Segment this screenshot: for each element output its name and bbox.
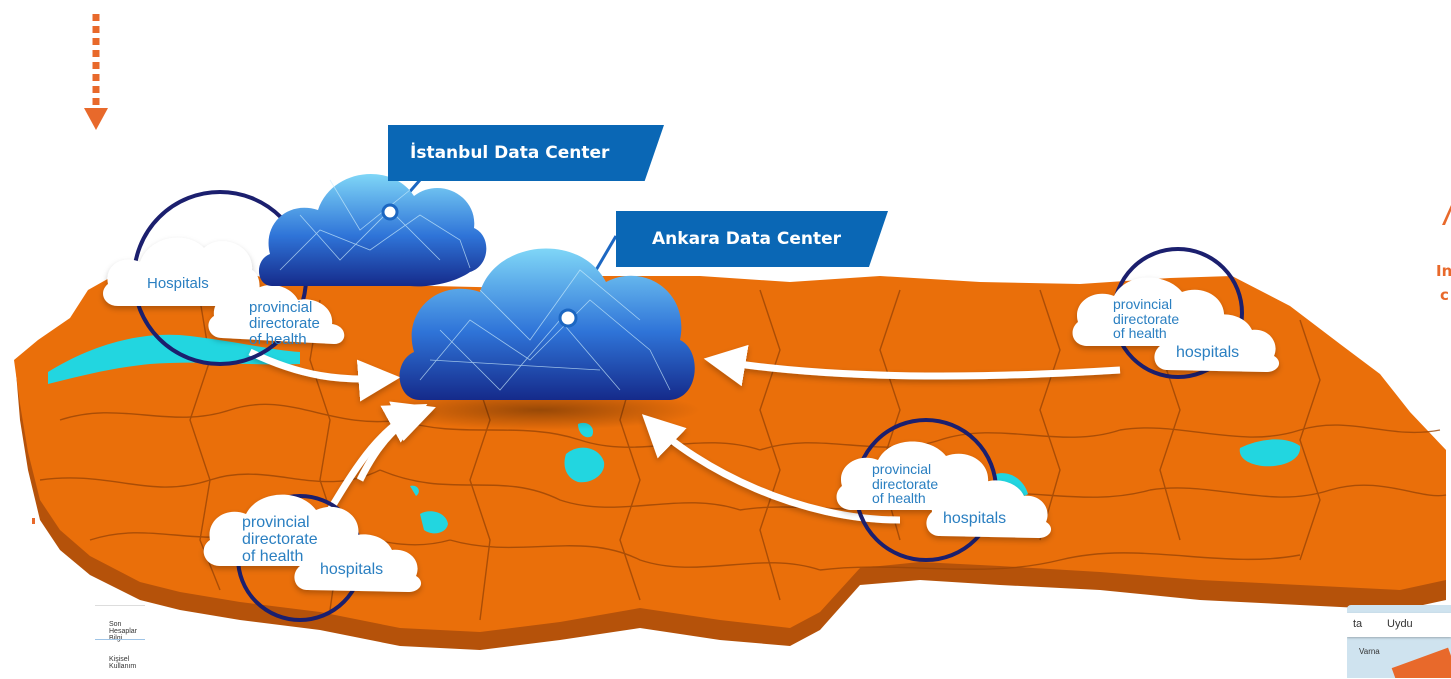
- panel-item-2[interactable]: Kişisel Kullanım: [109, 656, 137, 670]
- water-bodies: [48, 334, 1301, 534]
- arrow-northeast: [703, 344, 1121, 387]
- map-type-map[interactable]: ta: [1353, 618, 1363, 630]
- cloud-nw-hospitals: [103, 237, 260, 306]
- map-inset[interactable]: ta Uydu Varna: [1347, 605, 1451, 678]
- istanbul-data-center-cloud: [258, 174, 487, 287]
- nw-directorate-label: provincial directorate of health: [249, 299, 320, 348]
- arrow-northwest: [248, 348, 401, 402]
- ankara-data-center-cloud: [399, 248, 695, 400]
- ankara-data-center-label: Ankara Data Center: [652, 229, 842, 249]
- nw-hospitals-label: Hospitals: [147, 275, 209, 292]
- panel-item-1[interactable]: Son Hesaplar Bilgi: [109, 621, 138, 642]
- right-edge-arrow-icon: [1442, 205, 1451, 225]
- istanbul-data-center-banner: İstanbul Data Center: [388, 125, 664, 181]
- arrow-southwest-2: [356, 401, 436, 482]
- ankara-data-center-banner: Ankara Data Center: [616, 211, 888, 267]
- map-inset-highlight: [1391, 647, 1451, 678]
- ce-directorate-label: provincial directorate of health: [872, 461, 939, 507]
- sw-directorate-label: provincial directorate of health: [242, 514, 318, 565]
- cloud-sw-hospitals: [294, 534, 422, 592]
- ce-hospitals-label: hospitals: [943, 510, 1007, 527]
- ne-directorate-label: provincial directorate of health: [1113, 296, 1180, 342]
- cloud-ne-hospitals: [1154, 314, 1280, 372]
- cloud-ce-hospitals: [926, 480, 1052, 538]
- map-type-satellite[interactable]: Uydu: [1387, 618, 1413, 630]
- map-type-toggle[interactable]: ta Uydu: [1347, 613, 1451, 637]
- right-edge-text-1: In: [1436, 262, 1451, 280]
- dashed-down-arrow-icon: [84, 14, 108, 130]
- right-edge-text-2: c: [1440, 286, 1449, 304]
- cloud-nw-directorate: [208, 284, 345, 344]
- label-clouds: [103, 237, 1280, 592]
- map-place-varna: Varna: [1359, 647, 1380, 656]
- bottom-left-panel: Son Hesaplar Bilgi Kişisel Kullanım: [95, 605, 145, 679]
- ne-hospitals-label: hospitals: [1176, 344, 1240, 361]
- sw-hospitals-label: hospitals: [320, 561, 384, 578]
- small-mark: [32, 518, 35, 524]
- istanbul-data-center-label: İstanbul Data Center: [410, 143, 610, 163]
